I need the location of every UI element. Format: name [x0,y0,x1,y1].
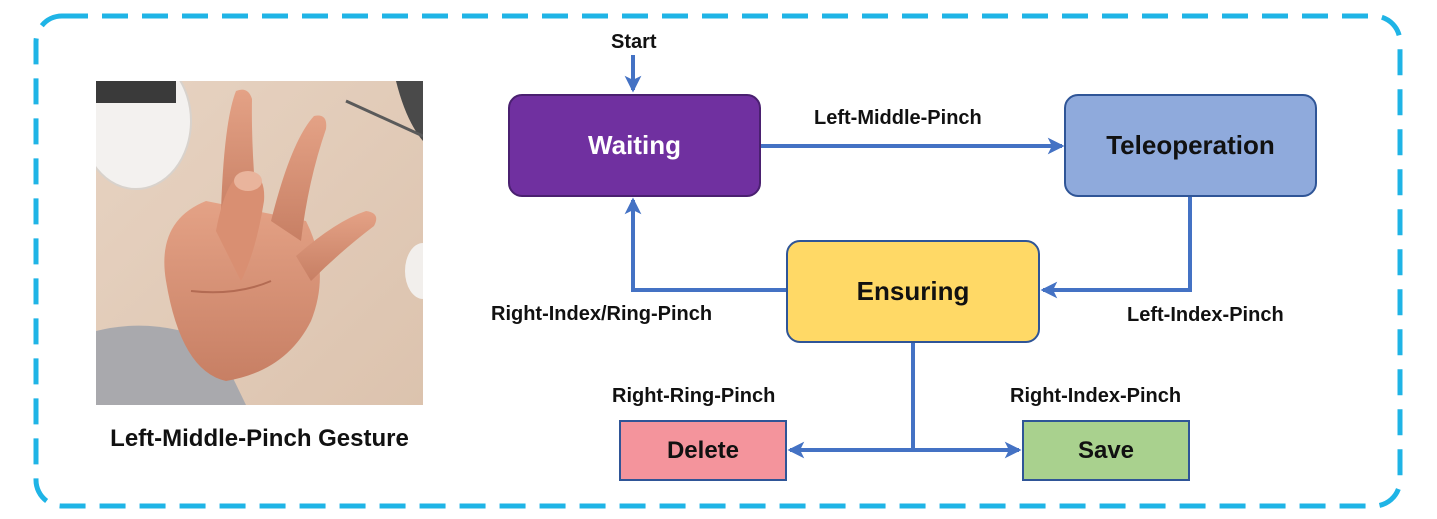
state-teleoperation-label: Teleoperation [1106,130,1275,160]
transition-label-right-index-pinch: Right-Index-Pinch [1010,385,1182,407]
state-save-label: Save [1077,436,1135,464]
transition-label-left-middle-pinch: Left-Middle-Pinch [814,107,982,129]
outer-dashed-frame [33,13,1403,509]
state-delete-label: Delete [666,436,740,464]
transition-label-right-index-ring-pinch: Right-Index/Ring-Pinch [491,303,713,325]
state-ensuring: Ensuring [786,240,1040,343]
start-label: Start [611,31,657,53]
state-delete: Delete [619,420,787,481]
transition-label-left-index-pinch: Left-Index-Pinch [1127,304,1284,326]
arrow-ensuring-to-waiting [624,197,786,292]
photo-caption: Left-Middle-Pinch Gesture [110,425,409,452]
state-save: Save [1022,420,1190,481]
hand-gesture-photo [96,81,423,405]
state-waiting-label: Waiting [588,130,681,160]
state-ensuring-label: Ensuring [856,276,970,306]
state-waiting: Waiting [508,94,761,197]
state-teleoperation: Teleoperation [1064,94,1317,197]
arrow-teleoperation-to-ensuring [1040,197,1192,299]
transition-label-right-ring-pinch: Right-Ring-Pinch [612,385,776,407]
